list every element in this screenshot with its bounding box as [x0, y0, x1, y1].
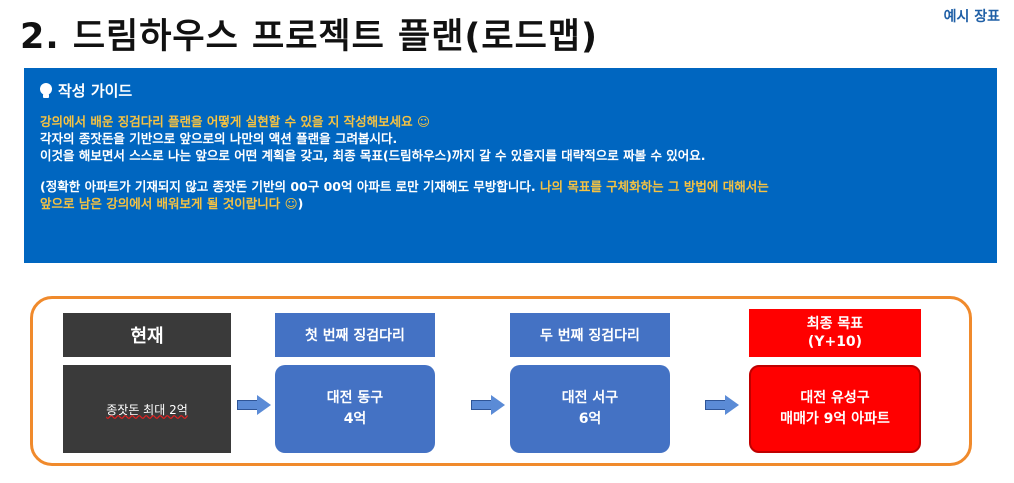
guide-note-yellow-2: 앞으로 남은 강의에서 배워보게 될 것이랍니다 ☺	[40, 196, 298, 211]
step1-label: 첫 번째 징검다리	[275, 313, 435, 357]
right-arrow-icon	[237, 395, 271, 415]
current-label: 현재	[63, 313, 231, 357]
goal-label-1: 최종 목표	[806, 316, 864, 332]
example-tag: 예시 장표	[943, 9, 1000, 25]
current-value: 종잣돈 최대 2억	[63, 365, 231, 453]
goal-label: 최종 목표 (Y+10)	[749, 309, 921, 357]
guide-heading: 작성 가이드	[40, 80, 981, 101]
page-title: 2. 드림하우스 프로젝트 플랜(로드맵)	[20, 17, 598, 57]
guide-note-line-1: (정확한 아파트가 기재되지 않고 종잣돈 기반의 00구 00억 아파트 로만…	[40, 178, 981, 195]
step2-box: 대전 서구 6억	[510, 365, 670, 453]
guide-panel: 작성 가이드 강의에서 배운 징검다리 플랜을 어떻게 실현할 수 있을 지 작…	[24, 68, 997, 263]
step1-line1: 대전 동구	[326, 390, 384, 406]
right-arrow-icon	[471, 395, 505, 415]
step2-line2: 6억	[578, 411, 602, 427]
step1-line2: 4억	[343, 411, 367, 427]
lightbulb-icon	[40, 82, 52, 99]
step2-label: 두 번째 징검다리	[510, 313, 670, 357]
right-arrow-icon	[705, 395, 739, 415]
step1-box: 대전 동구 4억	[275, 365, 435, 453]
guide-note-close: )	[297, 196, 304, 211]
roadmap-frame: 현재 종잣돈 최대 2억 첫 번째 징검다리 대전 동구 4억 두 번째 징검다리…	[30, 296, 972, 466]
goal-line2: 매매가 9억 아파트	[780, 411, 890, 427]
guide-line-2: 각자의 종잣돈을 기반으로 앞으로의 나만의 액션 플랜을 그려봅시다.	[40, 131, 398, 146]
goal-line1: 대전 유성구	[800, 390, 870, 406]
guide-line-3: 이것을 해보면서 스스로 나는 앞으로 어떤 계획을 갖고, 최종 목표(드림하…	[40, 148, 706, 163]
guide-note-yellow-1: 나의 목표를 구체화하는 그 방법에 대해서는	[535, 179, 769, 194]
guide-heading-text: 작성 가이드	[58, 82, 133, 100]
guide-note-white: (정확한 아파트가 기재되지 않고 종잣돈 기반의 00구 00억 아파트 로만…	[40, 179, 536, 194]
guide-note-line-2: 앞으로 남은 강의에서 배워보게 될 것이랍니다 ☺)	[40, 195, 981, 212]
current-value-text: 종잣돈 최대 2억	[106, 402, 188, 417]
step2-line1: 대전 서구	[561, 390, 619, 406]
guide-line-1: 강의에서 배운 징검다리 플랜을 어떻게 실현할 수 있을 지 작성해보세요 ☺	[40, 114, 431, 129]
goal-label-2: (Y+10)	[807, 334, 863, 350]
